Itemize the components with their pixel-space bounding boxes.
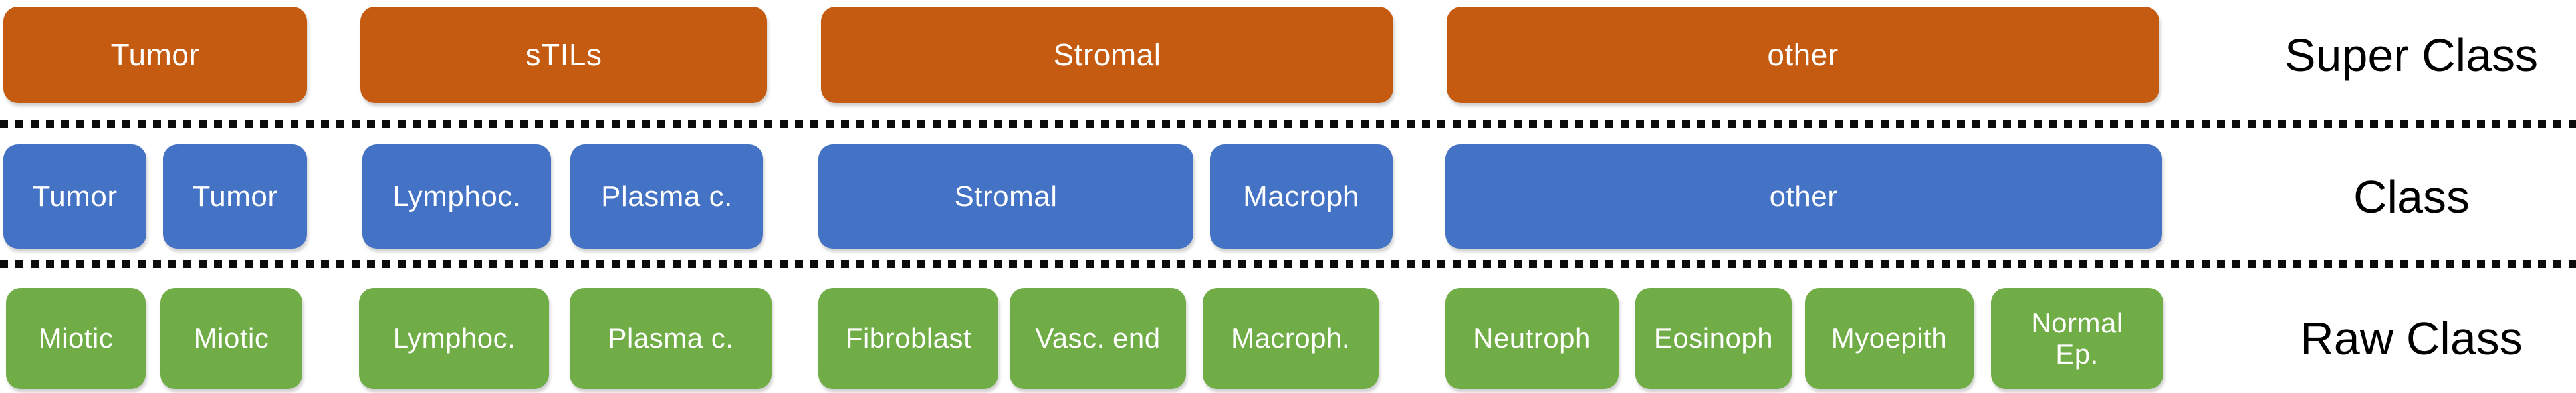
row-label-class: Class (2353, 170, 2470, 223)
class-box-macroph: Macroph (1210, 144, 1393, 249)
class-box-stromal: Stromal (818, 144, 1193, 249)
row-label-raw-class: Raw Class (2300, 313, 2523, 364)
raw-class-box-normal-ep: Normal Ep. (1991, 288, 2163, 389)
raw-class-box-lymphoc: Lymphoc. (359, 288, 549, 389)
raw-class-box-eosinoph: Eosinoph (1635, 288, 1792, 389)
row-label-super-class: Super Class (2284, 29, 2539, 81)
raw-class-box-plasma-c: Plasma c. (570, 288, 772, 389)
super-class-box-tumor: Tumor (3, 7, 307, 103)
class-box-tumor-2: Tumor (163, 144, 307, 249)
raw-class-box-miotic-2: Miotic (160, 288, 302, 389)
raw-class-box-myoepith: Myoepith (1805, 288, 1974, 389)
row-separator (0, 260, 2576, 268)
super-class-box-other: other (1447, 7, 2159, 103)
class-box-tumor: Tumor (3, 144, 146, 249)
class-box-plasma-c: Plasma c. (570, 144, 763, 249)
class-box-lymphoc: Lymphoc. (362, 144, 551, 249)
super-class-box-stils: sTILs (360, 7, 767, 103)
raw-class-box-miotic: Miotic (6, 288, 146, 389)
raw-class-box-fibroblast: Fibroblast (818, 288, 998, 389)
raw-class-box-vasc-end: Vasc. end (1010, 288, 1186, 389)
raw-class-box-neutroph: Neutroph (1445, 288, 1619, 389)
raw-class-box-macroph: Macroph. (1203, 288, 1379, 389)
row-separator (0, 120, 2576, 128)
super-class-box-stromal: Stromal (821, 7, 1393, 103)
class-box-other: other (1445, 144, 2162, 249)
